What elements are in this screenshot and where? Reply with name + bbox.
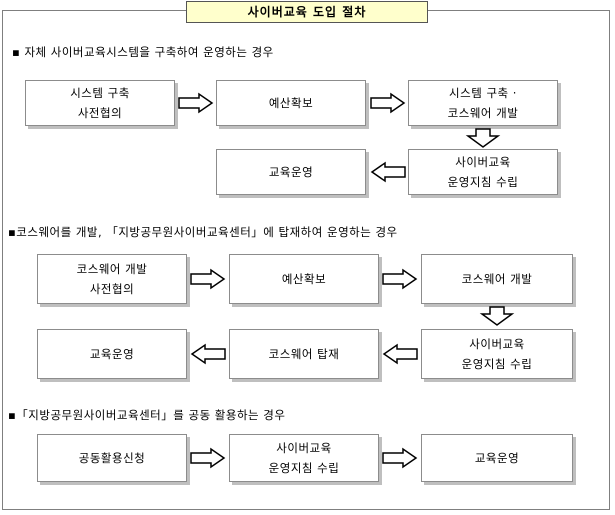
s1-step-system-build-courseware-text: 시스템 구축 · 코스웨어 개발 [447,86,519,120]
s2-step-courseware-preconsult: 코스웨어 개발 사전협의 [37,254,187,304]
s1-step-guideline: 사이버교육 운영지침 수립 [408,149,558,195]
s1-step-budget-text: 예산확보 [268,96,314,110]
s1-step-system-preconsult-text: 시스템 구축 사전협의 [70,86,130,120]
s2-step-budget-text: 예산확보 [281,272,327,286]
s2-step-guideline: 사이버교육 운영지침 수립 [421,329,573,379]
s2-step-courseware-dev-text: 코스웨어 개발 [461,272,533,286]
s1-step-operation: 교육운영 [216,149,366,195]
section-3-label: ▪「지방공무원사이버교육센터」를 공동 활용하는 경우 [8,408,286,422]
arrow-down-icon [465,128,501,148]
s1-step-system-build-courseware: 시스템 구축 · 코스웨어 개발 [408,80,558,126]
arrow-right-icon [190,447,226,469]
s3-step-joint-use-application: 공동활용신청 [37,434,187,482]
arrow-right-icon [178,92,214,114]
s2-step-courseware-upload: 코스웨어 탑재 [229,329,379,379]
s2-step-courseware-preconsult-text: 코스웨어 개발 사전협의 [76,262,148,296]
arrow-right-icon [190,268,226,290]
arrow-left-icon [190,343,226,365]
s2-step-courseware-upload-text: 코스웨어 탑재 [268,347,340,361]
s2-step-operation: 교육운영 [37,329,187,379]
s3-step-guideline-text: 사이버교육 운영지침 수립 [268,441,340,475]
arrow-left-icon [382,343,418,365]
s2-step-operation-text: 교육운영 [89,347,135,361]
arrow-right-icon [382,268,418,290]
section-1-label: ▪ 자체 사이버교육시스템을 구축하여 운영하는 경우 [12,45,274,59]
s2-step-courseware-dev: 코스웨어 개발 [421,254,573,304]
s2-step-guideline-text: 사이버교육 운영지침 수립 [461,337,533,371]
arrow-right-icon [382,447,418,469]
s1-step-operation-text: 교육운영 [268,165,314,179]
s3-step-joint-use-application-text: 공동활용신청 [78,451,146,465]
s2-step-budget: 예산확보 [229,254,379,304]
s3-step-operation: 교육운영 [421,434,573,482]
s1-step-budget: 예산확보 [216,80,366,126]
s3-step-guideline: 사이버교육 운영지침 수립 [229,434,379,482]
arrow-right-icon [370,92,406,114]
arrow-left-icon [370,161,406,183]
s3-step-operation-text: 교육운영 [474,451,520,465]
s1-step-system-preconsult: 시스템 구축 사전협의 [25,80,175,126]
page-title: 사이버교육 도입 절차 [186,1,428,23]
section-2-label: ▪코스웨어를 개발, 「지방공무원사이버교육센터」에 탑재하여 운영하는 경우 [8,225,398,239]
s1-step-guideline-text: 사이버교육 운영지침 수립 [447,155,519,189]
arrow-down-icon [479,306,515,326]
